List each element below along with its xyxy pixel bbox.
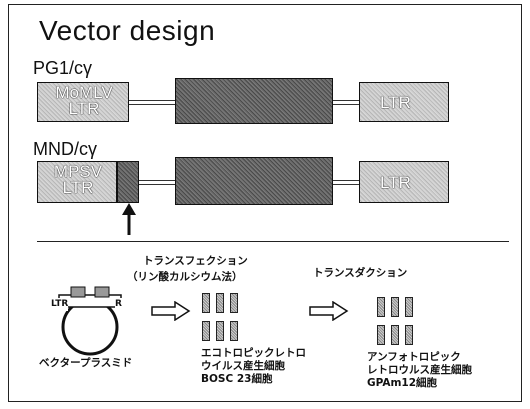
right-arrow-icon bbox=[151, 301, 191, 321]
cell-bar bbox=[377, 325, 385, 345]
transduction-label: トランスダクション bbox=[313, 267, 407, 280]
plasmid-ltr-left: LTR bbox=[51, 298, 68, 311]
vector1-ltr5-box: MoMLV LTR bbox=[37, 82, 129, 122]
transfection-label: トランスフェクション bbox=[143, 255, 248, 268]
vector1-connector-1b bbox=[129, 104, 175, 105]
vector1-connector-1 bbox=[129, 100, 175, 101]
cell-bar bbox=[216, 321, 224, 341]
vector2-connector-1b bbox=[139, 184, 175, 185]
slide-title: Vector design bbox=[39, 15, 215, 47]
vector2-connector-1 bbox=[139, 180, 175, 181]
vector1-connector-2b bbox=[333, 104, 359, 105]
cell-bar bbox=[216, 293, 224, 313]
cell-bar bbox=[230, 293, 238, 313]
cell-bar bbox=[202, 293, 210, 313]
vector1-gene-box bbox=[175, 78, 333, 124]
slide-frame: Vector design PG1/cγ MoMLV LTR LTR MND/c… bbox=[8, 4, 522, 402]
cell-bar bbox=[202, 321, 210, 341]
plasmid-ltr-right: R bbox=[115, 298, 122, 311]
vector1-ltr3-box: LTR bbox=[359, 82, 449, 122]
vector2-gene-box bbox=[175, 157, 333, 205]
cell-bar bbox=[405, 297, 413, 317]
right-arrow-icon bbox=[309, 301, 349, 321]
vector1-ltr3-label: LTR bbox=[380, 95, 411, 111]
cell-bar bbox=[391, 325, 399, 345]
vector1-ltr5-label: MoMLV LTR bbox=[44, 85, 124, 117]
vector2-ltr3-label: LTR bbox=[380, 175, 411, 191]
plasmid-diagram bbox=[45, 277, 135, 357]
vector1-label: PG1/cγ bbox=[33, 58, 92, 79]
up-arrow-icon bbox=[119, 203, 139, 237]
plasmid-label: ベクタープラスミド bbox=[39, 357, 132, 370]
vector1-connector-2 bbox=[333, 100, 359, 101]
divider bbox=[37, 241, 509, 242]
cell-bar bbox=[230, 321, 238, 341]
transfection-method-label: （リン酸カルシウム法） bbox=[127, 271, 243, 284]
vector2-ltr5-label: MPSV LTR bbox=[44, 164, 112, 196]
vector2-ltr5-box: MPSV LTR bbox=[37, 161, 117, 203]
cell-bar bbox=[405, 325, 413, 345]
cell-bar bbox=[391, 297, 399, 317]
cell-bar bbox=[377, 297, 385, 317]
vector2-connector-2 bbox=[333, 180, 359, 181]
ecotropic-cell-label: エコトロピックレトロ ウイルス産生細胞 BOSC 23細胞 bbox=[201, 347, 306, 386]
vector2-ltr3-box: LTR bbox=[359, 161, 449, 203]
vector2-enhancer-box bbox=[117, 161, 139, 203]
amphotropic-cell-label: アンフォトロピック レトロウルス産生細胞 GPAm12細胞 bbox=[367, 351, 472, 390]
vector2-connector-2b bbox=[333, 184, 359, 185]
vector2-label: MND/cγ bbox=[33, 139, 97, 160]
